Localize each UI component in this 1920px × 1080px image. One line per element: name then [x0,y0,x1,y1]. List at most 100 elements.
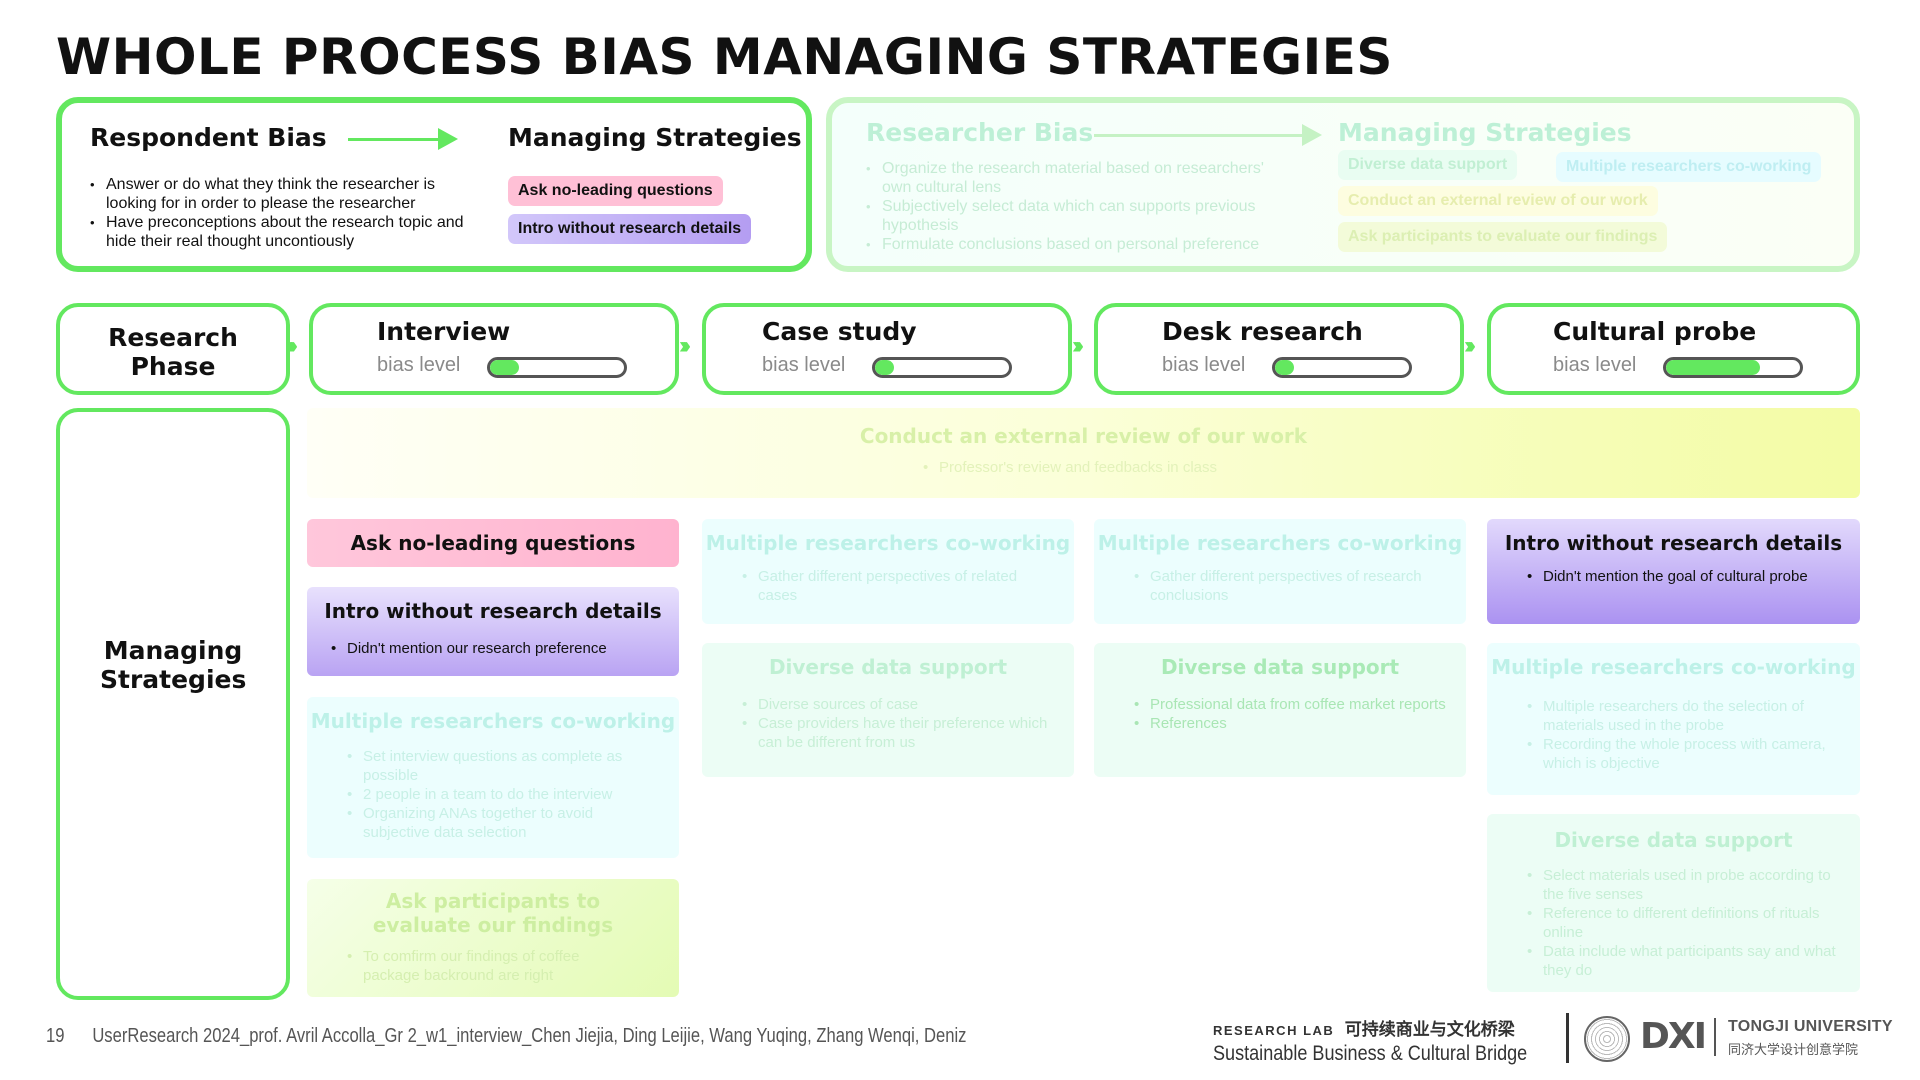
card-multiple-researchers: Multiple researchers co-working Gather d… [702,519,1074,624]
bias-label: bias level [762,354,846,376]
list-item: Case providers have their preference whi… [742,714,1062,752]
researcher-bias-box: Researcher Bias Managing Strategies Orga… [826,97,1860,272]
arrow-right-icon [1094,134,1304,137]
card-intro-without-details: Intro without research details Didn't me… [1487,519,1860,624]
card-ask-participants: Ask participants to evaluate our finding… [307,879,679,997]
list-item: Organize the research material based on … [866,159,1296,197]
list-item: Didn't mention the goal of cultural prob… [1527,567,1837,586]
card-title: Conduct an external review of our work [859,424,1308,448]
phase-case-study: Case study bias level [702,303,1072,395]
dxi-logo: DXI [1640,1016,1707,1057]
bias-level-bar [1663,357,1803,378]
list-item: Organizing ANAs together to avoid subjec… [347,804,647,842]
chevron-right-icon: ››› [1464,332,1476,359]
researcher-bullet-list: Organize the research material based on … [866,159,1296,254]
card-title: Diverse data support [1554,828,1793,852]
card-multiple-researchers: Multiple researchers co-working Multiple… [1487,643,1860,795]
card-diverse-data: Diverse data support Select materials us… [1487,814,1860,992]
phase-name: Case study [762,317,917,346]
list-item: To comfirm our findings of coffee packag… [347,947,637,985]
external-review-banner: Conduct an external review of our work P… [307,408,1860,498]
tag-external-review: Conduct an external review of our work [1338,186,1658,216]
card-title: Ask no-leading questions [350,531,636,555]
card-title: Multiple researchers co-working [1491,655,1856,679]
phase-name: Interview [377,317,511,346]
bias-label: bias level [377,354,461,376]
list-item: Professor's review and feedbacks in clas… [923,458,1217,477]
card-diverse-data: Diverse data support Diverse sources of … [702,643,1074,777]
tongji-logo: TONGJI UNIVERSITY 同济大学设计创意学院 [1728,1018,1893,1058]
research-lab-logo: RESEARCH LAB 可持续商业与文化桥梁 Sustainable Busi… [1213,1015,1578,1066]
bias-level-fill [490,360,520,375]
research-phase-label: Research Phase [56,303,290,395]
card-ask-no-leading: Ask no-leading questions [307,519,679,567]
university-seal-icon [1584,1016,1630,1062]
respondent-bias-box: Respondent Bias Managing Strategies Answ… [56,97,812,272]
bias-level-fill [1275,360,1294,375]
list-item: Diverse sources of case [742,695,1062,714]
lab-label: RESEARCH LAB [1213,1023,1335,1038]
card-title: Diverse data support [1160,655,1400,679]
university-name: TONGJI UNIVERSITY [1728,1018,1893,1035]
managing-strategies-label: Managing Strategies [56,408,290,1000]
bias-level-fill [1666,360,1760,375]
phase-interview: Interview bias level [309,303,679,395]
list-item: References [1134,714,1454,733]
list-item: Multiple researchers do the selection of… [1527,697,1847,735]
card-bullets: Gather different perspectives of researc… [1134,567,1424,605]
tag-ask-participants: Ask participants to evaluate our finding… [1338,222,1668,252]
lab-en: Sustainable Business & Cultural Bridge [1213,1042,1528,1065]
list-item: Answer or do what they think the researc… [90,175,472,213]
list-item: Reference to different definitions of ri… [1527,904,1847,942]
arrow-head-icon [438,128,458,150]
phase-name: Desk research [1162,317,1363,346]
researcher-strategies-heading: Managing Strategies [1338,118,1632,147]
tag-intro-without-details: Intro without research details [508,214,752,244]
card-multiple-researchers: Multiple researchers co-working Set inte… [307,697,679,858]
card-diverse-data: Diverse data support Professional data f… [1094,643,1466,777]
credit-text: UserResearch 2024_prof. Avril Accolla_Gr… [92,1025,967,1047]
card-bullets: Gather different perspectives of related… [742,567,1032,605]
card-title: Intro without research details [324,599,662,623]
card-multiple-researchers: Multiple researchers co-working Gather d… [1094,519,1466,624]
bias-level-bar [487,357,627,378]
divider [1566,1013,1569,1063]
card-intro-without-details: Intro without research details Didn't me… [307,587,679,676]
tag-multiple-researchers: Multiple researchers co-working [1556,152,1822,182]
university-name-cn: 同济大学设计创意学院 [1728,1042,1859,1057]
researcher-bias-heading: Researcher Bias [866,118,1094,147]
card-bullets: Didn't mention the goal of cultural prob… [1527,567,1837,586]
list-item: Data include what participants say and w… [1527,942,1847,980]
list-item: Set interview questions as complete as p… [347,747,647,785]
respondent-strategies-heading: Managing Strategies [508,123,802,152]
card-bullets: Select materials used in probe according… [1527,866,1847,980]
card-bullets: Multiple researchers do the selection of… [1527,697,1847,773]
card-title: Multiple researchers co-working [310,709,676,733]
chevron-right-icon: ››› [286,332,298,359]
phase-cultural-probe: Cultural probe bias level [1487,303,1860,395]
page-title: WHOLE PROCESS BIAS MANAGING STRATEGIES [56,28,1393,86]
bias-level-bar [872,357,1012,378]
bias-label: bias level [1553,354,1637,376]
list-item: Subjectively select data which can suppo… [866,197,1296,235]
chevron-right-icon: ››› [679,332,691,359]
card-title: Multiple researchers co-working [705,531,1071,555]
card-bullets: To comfirm our findings of coffee packag… [347,947,637,985]
lab-cn: 可持续商业与文化桥梁 [1344,1020,1515,1039]
phase-name: Cultural probe [1553,317,1757,346]
card-bullets: Professional data from coffee market rep… [1134,695,1454,733]
bias-level-bar [1272,357,1412,378]
chevron-right-icon: ››› [1072,332,1084,359]
phase-desk-research: Desk research bias level [1094,303,1464,395]
arrow-head-icon [1302,124,1322,146]
card-title: Diverse data support [768,655,1008,679]
list-item: Recording the whole process with camera,… [1527,735,1847,773]
card-bullets: Diverse sources of case Case providers h… [742,695,1062,752]
card-title: Intro without research details [1504,531,1843,555]
list-item: Gather different perspectives of researc… [1134,567,1424,605]
card-bullets: Set interview questions as complete as p… [347,747,647,842]
respondent-bias-heading: Respondent Bias [90,123,327,152]
list-item: 2 people in a team to do the interview [347,785,647,804]
list-item: Have preconceptions about the research t… [90,213,472,251]
footer-credit: 19 UserResearch 2024_prof. Avril Accolla… [46,1025,966,1048]
